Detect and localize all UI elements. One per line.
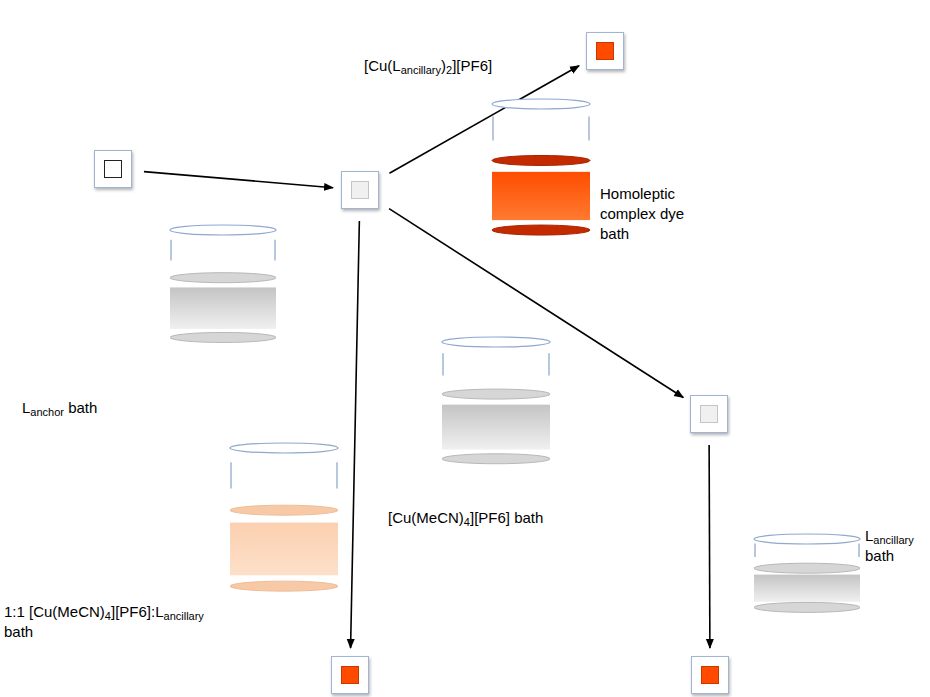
process-arrow bbox=[144, 172, 333, 188]
process-arrow bbox=[351, 221, 360, 648]
substrate-sample bbox=[596, 42, 614, 60]
substrate-square bbox=[94, 150, 132, 188]
bath-label: [Cu(MeCN)4][PF6] bath bbox=[388, 508, 618, 528]
dye-bath: 1:1 [Cu(MeCN)4][PF6]:Lancillary bath bbox=[228, 442, 340, 597]
substrate-sample bbox=[701, 666, 719, 684]
dye-bath: Homoleptic complex dye bath bbox=[490, 98, 592, 240]
substrate-square bbox=[691, 656, 729, 694]
beaker-shape bbox=[228, 442, 340, 597]
bath-label: 1:1 [Cu(MeCN)4][PF6]:Lancillary bath bbox=[4, 602, 219, 642]
bath-label: Lancillary bath bbox=[865, 526, 927, 566]
process-arrow bbox=[708, 445, 710, 648]
substrate-square bbox=[690, 395, 728, 433]
dye-bath: Lanchor bath bbox=[168, 224, 278, 346]
arrow-label: [Cu(Lancillary)2][PF6] bbox=[362, 56, 494, 76]
substrate-sample bbox=[700, 405, 718, 423]
beaker-shape bbox=[168, 224, 278, 346]
substrate-sample bbox=[351, 181, 369, 199]
bath-label: Homoleptic complex dye bath bbox=[600, 184, 700, 244]
process-arrow bbox=[389, 209, 683, 398]
substrate-square bbox=[331, 656, 369, 694]
dye-bath: [Cu(MeCN)4][PF6] bath bbox=[440, 336, 552, 468]
beaker-shape bbox=[440, 336, 552, 468]
bath-label: Lanchor bath bbox=[22, 398, 152, 418]
beaker-shape bbox=[490, 98, 592, 240]
dye-bath: Lancillary bath bbox=[752, 533, 862, 613]
substrate-square bbox=[586, 32, 624, 70]
substrate-square bbox=[341, 171, 379, 209]
substrate-sample bbox=[104, 160, 122, 178]
beaker-shape bbox=[752, 533, 862, 613]
substrate-sample bbox=[341, 666, 359, 684]
